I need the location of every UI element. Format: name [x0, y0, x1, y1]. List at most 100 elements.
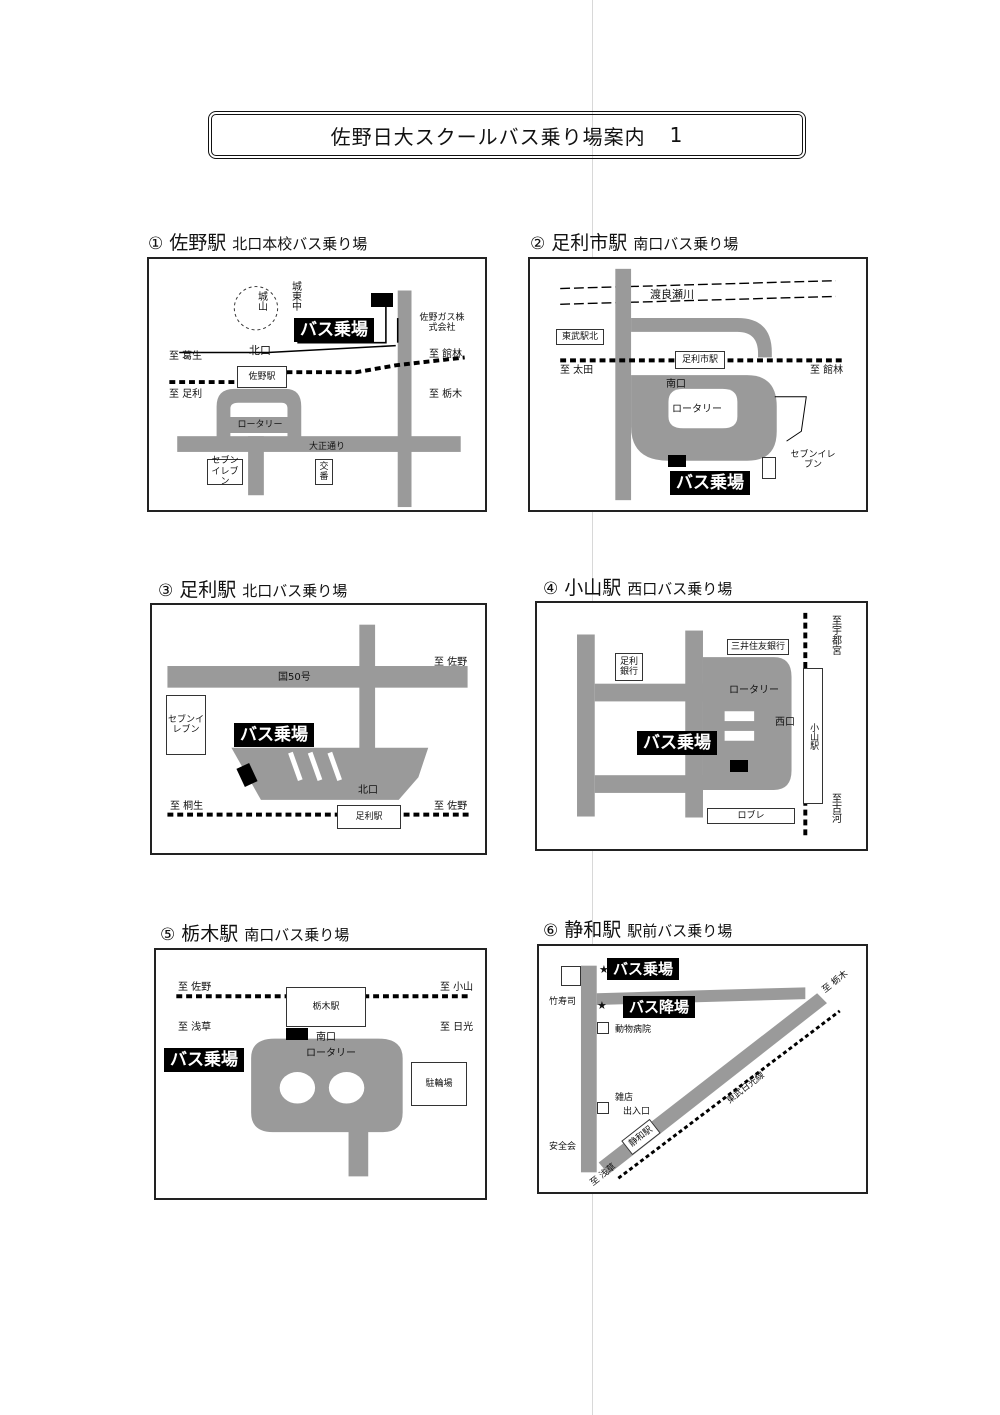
map2-station-box: 足利市駅: [675, 351, 725, 369]
map3-road-north: [359, 624, 376, 783]
map2-roads: [560, 268, 846, 501]
map3-bus-stop-label: バス乗場: [234, 723, 314, 748]
title-page-number: 1: [669, 123, 684, 147]
map5-minamiguchi: 南口: [316, 1032, 336, 1043]
map5-bus-stop-marker: [286, 1028, 308, 1040]
map5-to-asakusa: 至 浅草: [178, 1022, 212, 1033]
map1-rotary: [216, 388, 302, 439]
map1-subtitle: 北口本校バス乗り場: [232, 235, 368, 253]
map1-koban: 交番: [315, 459, 333, 485]
map5-station-box: 栃木駅: [286, 987, 366, 1027]
map2-rotary-label: ロータリー: [672, 404, 722, 415]
map3-roads: [167, 624, 470, 817]
map5-tochigi: 至 佐野 至 浅草 至 小山 至 日光 栃木駅 南口 ロータリー バス乗場 駐輪…: [154, 948, 487, 1200]
map1-gas-company: 佐野ガス株式会社: [417, 309, 467, 337]
map6-number: ⑥: [543, 921, 559, 941]
map2-store-box: [762, 457, 776, 479]
map4-oyama: 三井住友銀行 足利銀行 ロータリー 西口 バス乗場 小山駅 至宇都宮 至古河 ロ…: [535, 601, 868, 851]
map4-rotary-label: ロータリー: [729, 685, 779, 696]
map3-station: 足利駅: [179, 579, 237, 601]
map1-castle-label: 城山: [255, 291, 267, 311]
map6-roads: [580, 965, 841, 1180]
map1-road-south: [248, 436, 264, 496]
map4-rotary: [702, 657, 792, 790]
map5-to-oyama: 至 小山: [440, 982, 474, 993]
map6-star-ride-icon: ★: [599, 963, 609, 976]
map6-railway: [617, 1009, 841, 1180]
map1-road-east: [397, 290, 412, 508]
map3-road-route50: [167, 666, 468, 688]
map1-seven-eleven: セブンイレブン: [207, 456, 243, 487]
map3-station-box: 足利駅: [337, 805, 401, 829]
map3-to-sano-bottom: 至 佐野: [434, 801, 468, 812]
map6-exit: 出入口: [623, 1107, 651, 1117]
map6-star-drop-icon: ★: [597, 999, 607, 1012]
map4-to-utsunomiya: 至宇都宮: [829, 615, 841, 655]
map3-rotary: [231, 747, 429, 800]
map1-bus-stop-marker: [371, 293, 393, 307]
map1-sano: 城山 城東中 バス乗場 佐野ガス株式会社 北口 佐野駅 至 葛生 至 足利 至 …: [147, 257, 487, 512]
map4-bus-stop-label: バス乗場: [637, 731, 717, 756]
map6-bus-ride-label: バス乗場: [607, 958, 680, 980]
map5-number: ⑤: [160, 925, 176, 945]
map3-route50: 国50号: [278, 672, 311, 683]
map2-river: 渡良瀬川: [650, 288, 694, 301]
map2-subtitle: 南口バス乗り場: [633, 235, 739, 253]
map6-safety: 安全会: [549, 1142, 577, 1152]
map6-bus-drop-label: バス降場: [623, 996, 696, 1018]
map2-bus-stop-label: バス乗場: [670, 471, 750, 496]
map4-roads: [577, 612, 808, 840]
map6-road-vertical: [580, 965, 597, 1173]
map2-ashikagashi: 渡良瀬川 東武駅北 足利市駅 南口 ロータリー 至 太田 至 館林 バス乗場 セ…: [528, 257, 868, 512]
map3-kitaguchi: 北口: [358, 785, 378, 796]
page-title: 佐野日大スクールバス乗り場案内 1: [208, 111, 806, 159]
map1-number: ①: [148, 234, 164, 254]
map1-rotary-label: ロータリー: [229, 417, 291, 433]
map5-rotary-label: ロータリー: [306, 1048, 356, 1059]
map6-subtitle: 駅前バス乗り場: [627, 922, 733, 940]
map4-bus-stop-marker: [730, 760, 748, 772]
map6-takezushi-box: [561, 966, 581, 986]
map2-to-tatebayashi: 至 館林: [810, 365, 844, 376]
map4-mitsui-bank: 三井住友銀行: [727, 639, 789, 655]
map5-to-sano: 至 佐野: [178, 982, 212, 993]
map5-bus-stop-label: バス乗場: [164, 1048, 244, 1073]
map6-shizuwa: 竹寿司 バス乗場 バス降場 ★ ★ 動物病院 雑店 出入口 静和駅 安全会 至 …: [537, 944, 868, 1194]
map1-to-ashikaga: 至 足利: [169, 389, 203, 400]
map4-station: 小山駅: [564, 577, 622, 599]
map5-rotary: [251, 1038, 403, 1177]
map3-ashikaga: 国50号 至 佐野 セブンイレブン バス乗場 北口 至 桐生 至 佐野 足利駅: [150, 603, 487, 855]
map5-station: 栃木駅: [181, 923, 239, 945]
map4-station-box: 小山駅: [803, 668, 823, 804]
map3-to-kiryu: 至 桐生: [170, 801, 204, 812]
map1-station-box: 佐野駅: [237, 366, 287, 388]
map4-ashikaga-bank: 足利銀行: [615, 653, 643, 681]
map3-to-sano-top: 至 佐野: [434, 657, 468, 668]
map2-to-ota: 至 太田: [560, 365, 594, 376]
map6-shop-box: [597, 1102, 609, 1114]
map3-subtitle: 北口バス乗り場: [242, 582, 348, 600]
map5-to-nikko: 至 日光: [440, 1022, 474, 1033]
map2-station: 足利市駅: [551, 232, 628, 254]
map4-road-south: [594, 775, 703, 793]
map6-animal-box: [597, 1022, 609, 1034]
map1-railway: [169, 355, 465, 385]
map2-seven-eleven: セブンイレブン: [788, 447, 838, 473]
map4-number: ④: [543, 579, 559, 599]
map1-jonan-label: 城東中: [289, 281, 301, 311]
map1-street-label: 大正通り: [309, 442, 346, 452]
map5-roads: [176, 994, 470, 1177]
map6-takezushi: 竹寿司: [549, 997, 577, 1007]
map4-road-east: [685, 630, 703, 818]
title-text: 佐野日大スクールバス乗り場案内: [330, 124, 646, 149]
map1-bus-stop-label: バス乗場: [294, 318, 374, 343]
map1-roads: [169, 286, 465, 508]
map3-seven-eleven: セブンイレブン: [166, 695, 206, 755]
map1-to-kuzu: 至 葛生: [169, 351, 203, 362]
map2-road-north-curve: [631, 318, 772, 358]
map4-subtitle: 西口バス乗り場: [627, 580, 733, 598]
